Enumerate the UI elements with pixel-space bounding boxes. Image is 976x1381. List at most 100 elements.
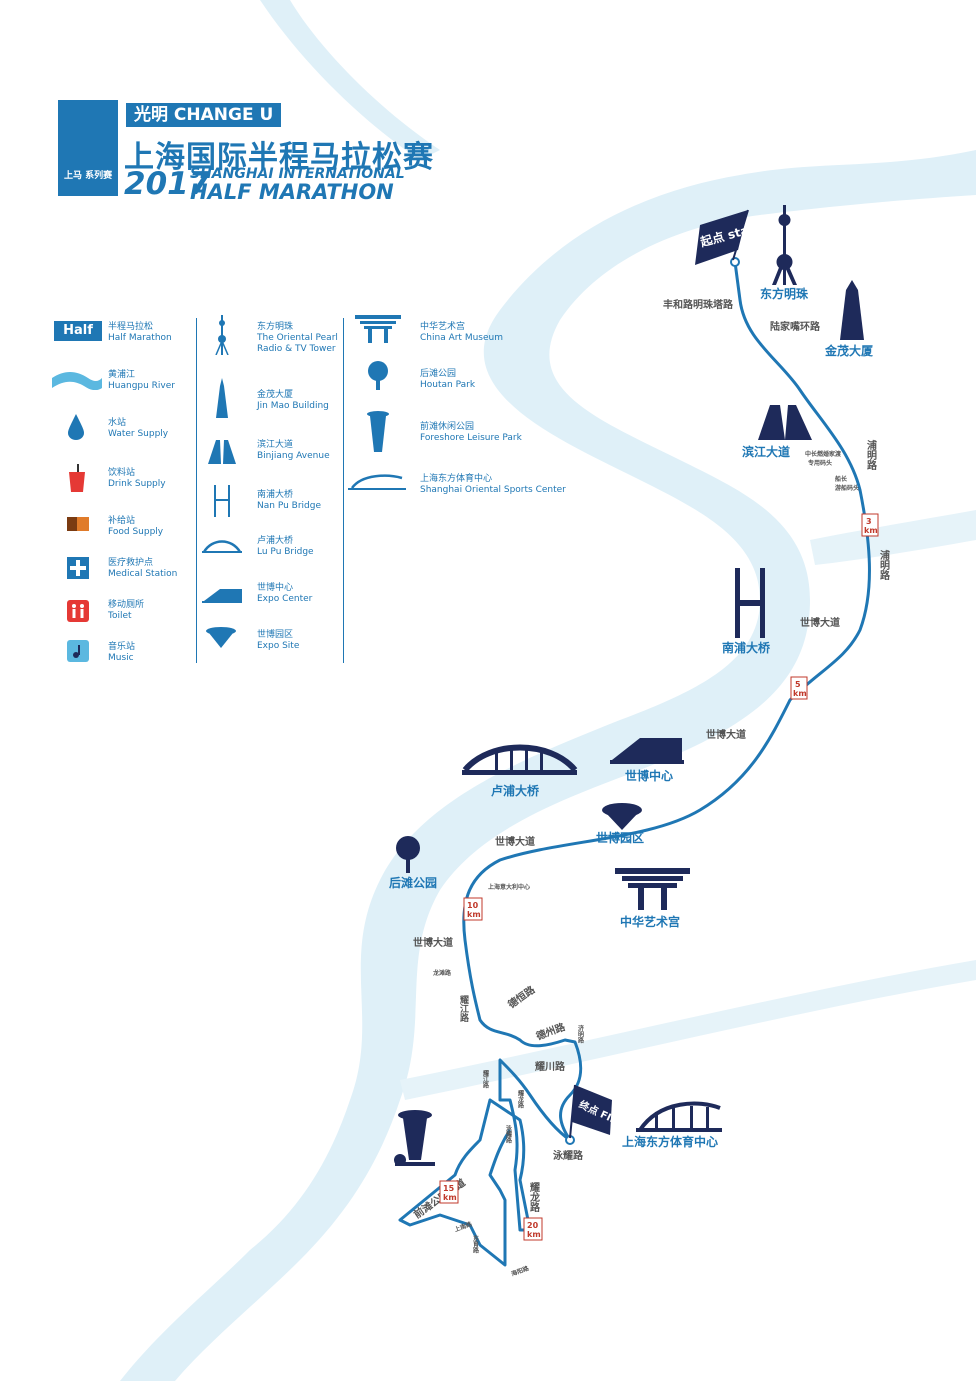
music-note-icon (67, 640, 89, 662)
houtan-label: 后滩公园 (389, 875, 437, 890)
avenue-icon (758, 405, 812, 440)
water-drop-icon (68, 414, 84, 440)
svg-text:15: 15 (443, 1184, 455, 1193)
legend-pearl-icon (215, 315, 229, 355)
title-en-line2: HALF MARATHON (190, 180, 394, 204)
km-marker-5: 5 km (790, 676, 808, 700)
svg-text:3: 3 (866, 517, 872, 526)
huangpu-river (120, 150, 976, 1381)
road-yaolong-2: 耀龙路 (528, 1181, 541, 1213)
pearl-label: 东方明珠 (760, 286, 809, 301)
road-pumin-2: 浦明路 (878, 549, 890, 581)
road-shibo-4: 世博大道 (413, 936, 453, 949)
road-shibo-2: 世博大道 (706, 728, 746, 741)
brand-label: 光明 CHANGE U (126, 103, 282, 127)
legend-divider-2 (343, 318, 344, 663)
legend-divider-1 (196, 318, 197, 663)
km-marker-10: 10 km (463, 897, 483, 921)
expo-site-label: 世博园区 (596, 830, 644, 845)
road-yaojiang-2: 耀江路 (482, 1069, 490, 1089)
jinmao-label: 金茂大厦 (824, 343, 874, 358)
sports-center-icon (636, 1101, 722, 1132)
legend-jinmao-icon (216, 378, 228, 418)
note-dock-1: 中长燃婚家渡 (805, 450, 842, 458)
svg-text:5: 5 (795, 680, 801, 689)
drink-cup-icon (69, 464, 85, 492)
road-shibo-1: 世博大道 (800, 616, 840, 629)
legend-lupu-icon (202, 540, 242, 553)
svg-text:10: 10 (467, 901, 479, 910)
note-dock-2: 专用码头 (808, 459, 832, 467)
title-year: 2017 (124, 166, 211, 202)
svg-text:km: km (443, 1193, 457, 1202)
road-pumin-1: 浦明路 (865, 439, 877, 471)
finish-flag-icon (569, 1084, 612, 1139)
svg-text:km: km (793, 689, 807, 698)
note-dock-3: 船长 (835, 475, 848, 483)
legend-nanpu-icon (214, 485, 230, 517)
river-icon (52, 372, 102, 390)
road-yaochuan: 耀川路 (534, 1060, 566, 1073)
road-yaojiang: 耀江路 (458, 994, 469, 1023)
river-branch-right (810, 510, 976, 565)
road-dongyu: 东育路 (472, 1234, 479, 1254)
expo-site-icon (602, 803, 642, 830)
road-fenghe: 丰和路明珠塔路 (663, 298, 734, 311)
lupu-bridge-icon (462, 744, 578, 775)
logo-sub: 上马 系列赛 (64, 171, 113, 181)
svg-text:20: 20 (527, 1221, 539, 1230)
race-route (398, 261, 871, 1267)
art-museum-label: 中华艺术宫 (620, 914, 680, 929)
road-lujiazui: 陆家嘴环路 (770, 320, 821, 333)
road-yongyao: 泳耀路 (553, 1149, 584, 1162)
road-jiming: 济明路 (577, 1024, 584, 1044)
expo-center-label: 世博中心 (625, 768, 673, 783)
pearl-tower-icon (772, 205, 797, 285)
km-marker-20: 20 km (523, 1217, 543, 1241)
road-shibo-3: 世博大道 (495, 835, 535, 848)
sports-center-label: 上海东方体育中心 (622, 1134, 718, 1149)
title-en-line1: SHANGHAI INTERNATIONAL (190, 166, 405, 182)
legend-avenue-icon (208, 440, 236, 464)
lupu-label: 卢浦大桥 (491, 783, 540, 798)
toilet-icon (67, 600, 89, 622)
road-yongtai: 泳耀路 (505, 1124, 513, 1144)
nanpu-label: 南浦大桥 (722, 640, 771, 655)
legend-expo-site-icon (206, 627, 236, 648)
medical-cross-icon (67, 557, 89, 579)
road-haiyang: 海阳路 (510, 1264, 531, 1278)
note-dock-4: 游船码头 (835, 484, 859, 492)
svg-text:km: km (527, 1230, 541, 1239)
river-branch-bottom (400, 960, 976, 1100)
road-yaolong: 耀龙路 (517, 1089, 525, 1109)
start-flag-icon (695, 209, 749, 265)
foreshore-tower-icon (394, 1110, 435, 1166)
half-badge: Half (54, 321, 102, 341)
svg-text:km: km (864, 526, 878, 535)
legend-expo-center-icon (202, 589, 242, 603)
title-cn: 上海国际半程马拉松赛 (124, 140, 434, 175)
river-branch-top (260, 0, 440, 160)
legend-art-museum-icon (355, 315, 401, 343)
road-deheng: 德恒路 (504, 983, 538, 1012)
km-marker-15: 15 km (439, 1180, 459, 1204)
tree-icon (396, 836, 420, 873)
